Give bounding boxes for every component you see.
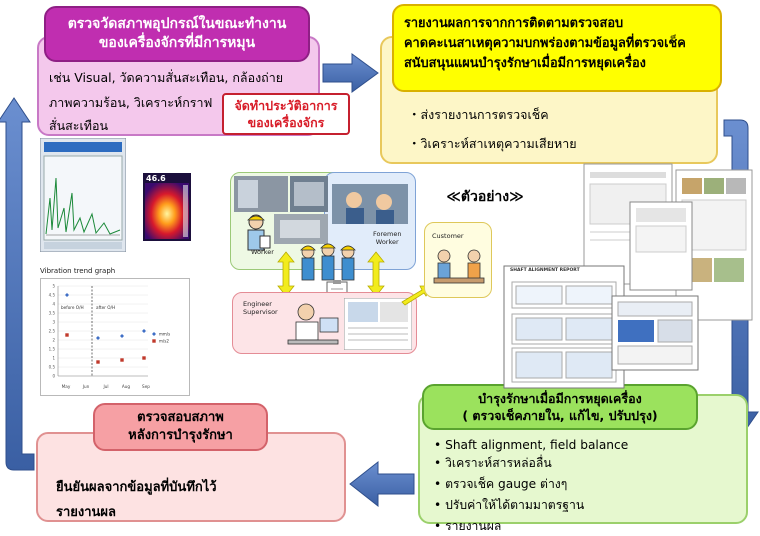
step4-title-line-2: หลังการบำรุงรักษา	[128, 428, 233, 443]
vib-month-label: Sep	[142, 384, 150, 389]
worker-figure	[247, 214, 271, 251]
step4-body-line-1: ยืนยันผลจากข้อมูลที่บันทึกไว้	[56, 480, 217, 495]
vib-legend-marker-1	[152, 332, 156, 336]
step1-title-line-1: ตรวจวัดสภาพอุปกรณ์ในขณะทำงาน	[67, 16, 287, 32]
worker-label: Worker	[251, 248, 274, 256]
arrow-step3-to-step4	[349, 460, 415, 508]
vib-legend-label-1: mm/s	[159, 332, 170, 337]
step3-title-line-2: ( ตรวจเช็คภายใน, แก้ไข, ปรับปรุง)	[462, 408, 658, 423]
step1-title-line-2: ของเครื่องจักรที่มีการหมุน	[98, 35, 256, 51]
customer-panel	[424, 222, 492, 298]
vib-y-tick: 4.5	[49, 293, 56, 298]
thermal-reading: 46.6	[146, 174, 166, 183]
vibration-chart-title: Vibration trend graph	[40, 267, 116, 275]
worker-photos	[234, 176, 408, 244]
vib-legend-label-2: m/s2	[159, 339, 169, 344]
history-callout-line-1: จัดทำประวัติอาการ	[234, 98, 338, 113]
engineer-figure	[287, 303, 339, 345]
vib-y-tick: 4	[52, 302, 55, 307]
arrow-step4-to-step1	[0, 97, 35, 471]
step1-body-line-3: สั่นสะเทือน	[49, 118, 109, 133]
vib-annotation-after: after O/H	[96, 305, 115, 310]
vib-y-tick: 0.5	[49, 365, 56, 370]
history-callout-line-2: ของเครื่องจักร	[247, 115, 325, 130]
foremen-label: Foremen Worker	[373, 230, 402, 246]
customer-label: Customer	[432, 232, 464, 240]
example-report-documents	[503, 163, 753, 389]
engineer-label: Engineer Supervisor	[243, 300, 278, 316]
step3-item: • รายงานผล	[434, 519, 502, 533]
step2-title-line-3: สนับสนุนแผนบำรุงรักษาเมื่อมีการหยุดเครื่…	[404, 56, 646, 71]
history-callout: จัดทำประวัติอาการ ของเครื่องจักร	[222, 93, 350, 135]
step2-title-line-1: รายงานผลการจากการติดตามตรวจสอบ	[404, 16, 624, 31]
step3-title-line-1: บำรุงรักษาเมื่อมีการหยุดเครื่อง	[478, 391, 642, 406]
step2-title: รายงานผลการจากการติดตามตรวจสอบ คาดคะเนสา…	[392, 4, 722, 92]
report-thumbnail	[344, 298, 412, 350]
step3-item: • ปรับค่าให้ได้ตามมาตรฐาน	[434, 498, 585, 512]
step1-body-line-1: เช่น Visual, วัดความสั่นสะเทือน, กล้องถ่…	[49, 70, 284, 85]
vibration-chart-plot: 0 0.5 1 1.5 2 2.5 3 3.5 4 4.5 5 before O/H after O/H…	[49, 284, 171, 390]
step4-body-line-2: รายงานผล	[56, 505, 117, 520]
thermal-camera-image	[143, 173, 191, 241]
vib-month-label: May	[62, 384, 71, 389]
step3-item: • ตรวจเช็ค gauge ต่างๆ	[434, 477, 568, 491]
vib-month-label: Jul	[102, 384, 108, 389]
vib-y-tick: 2.5	[49, 329, 56, 334]
vib-y-tick: 5	[52, 284, 55, 289]
vib-point-series2	[120, 358, 124, 362]
vib-y-tick: 1	[52, 356, 55, 361]
vib-annotation-before: before O/H	[61, 305, 84, 310]
vibration-trend-chart	[40, 278, 190, 396]
vibration-analyzer-screen	[40, 138, 126, 252]
step1-title: ตรวจวัดสภาพอุปกรณ์ในขณะทำงาน ของเครื่องจ…	[44, 6, 310, 62]
step2-item: ・วิเคราะห์สาเหตุความเสียหาย	[408, 136, 577, 151]
vib-month-label: Jun	[82, 384, 90, 389]
vib-point-series1	[120, 334, 124, 338]
vib-y-tick: 3.5	[49, 311, 56, 316]
report-heading: SHAFT ALIGNMENT REPORT	[510, 268, 580, 273]
customer-meeting-figure	[433, 249, 485, 284]
step2-item: ・ส่งรายงานการตรวจเช็ค	[408, 107, 549, 122]
step3-item: • วิเคราะห์สารหล่อลื่น	[434, 456, 552, 470]
team-figures	[300, 243, 356, 281]
step3-item: • Shaft alignment, field balance	[434, 438, 629, 452]
arrow-step1-to-step2	[322, 53, 379, 93]
example-label: ≪ตัวอย่าง≫	[446, 189, 524, 205]
vib-point-series1	[65, 293, 69, 297]
vib-y-tick: 2	[52, 338, 55, 343]
vib-legend-marker-2	[152, 339, 156, 343]
vib-y-tick: 0	[52, 374, 55, 379]
vib-y-tick: 3	[52, 320, 55, 325]
vib-month-label: Aug	[122, 384, 131, 389]
step4-title: ตรวจสอบสภาพ หลังการบำรุงรักษา	[93, 403, 268, 451]
step4-title-line-1: ตรวจสอบสภาพ	[137, 410, 224, 425]
vib-y-tick: 1.5	[49, 347, 56, 352]
vib-point-series2	[65, 333, 69, 337]
vib-point-series1	[96, 336, 100, 340]
vib-point-series1	[142, 329, 146, 333]
step3-title: บำรุงรักษาเมื่อมีการหยุดเครื่อง ( ตรวจเช…	[422, 384, 698, 430]
step1-body-line-2: ภาพความร้อน, วิเคราะห์กราฟ	[49, 95, 213, 110]
vib-point-series2	[96, 360, 100, 364]
step2-title-line-2: คาดคะเนสาเหตุความบกพร่องตามข้อมูลที่ตรวจ…	[404, 36, 686, 51]
vib-point-series2	[142, 356, 146, 360]
